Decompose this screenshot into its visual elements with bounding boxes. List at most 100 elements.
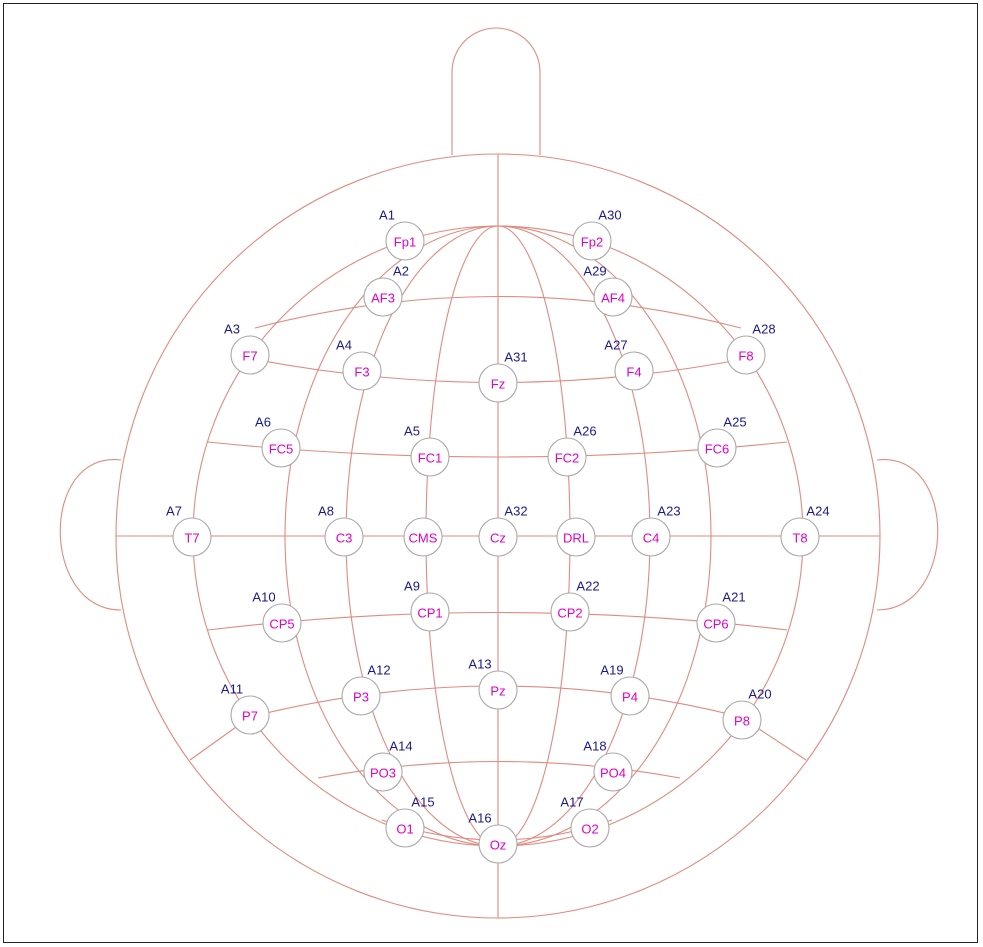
channel-label: A8 — [318, 504, 334, 519]
electrode-fc2: FC2 A26 — [547, 424, 597, 477]
electrode-ring — [230, 695, 270, 735]
channel-label: A9 — [404, 579, 420, 594]
channel-label: A25 — [723, 415, 746, 430]
channel-label: A16 — [468, 811, 491, 826]
electrode-label: P8 — [734, 714, 750, 729]
channel-label: A17 — [560, 795, 583, 810]
channel-label: A32 — [504, 504, 527, 519]
electrode-ring — [547, 437, 587, 477]
electrode-ring — [230, 335, 270, 375]
electrode-label: T7 — [184, 531, 199, 546]
electrode-ring — [363, 752, 403, 792]
electrode-ring — [478, 670, 518, 710]
electrode-ring — [172, 517, 212, 557]
electrode-label: C3 — [336, 531, 353, 546]
electrode-ring — [478, 363, 518, 403]
electrode-label: DRL — [563, 531, 589, 546]
channel-label: A15 — [411, 795, 434, 810]
electrode-label: AF4 — [601, 291, 625, 306]
electrode-cms: CMS — [403, 517, 443, 557]
electrode-label: T8 — [792, 531, 807, 546]
electrode-label: FC2 — [555, 451, 580, 466]
electrode-label: P3 — [353, 690, 369, 705]
electrode-label: FC6 — [705, 442, 730, 457]
electrode-ring — [726, 335, 766, 375]
electrode-af3: AF3 A2 — [363, 264, 409, 317]
electrode-drl: DRL — [556, 517, 596, 557]
electrode-ring — [341, 676, 381, 716]
electrode-label: Fz — [491, 377, 505, 392]
electrode-ring — [722, 700, 762, 740]
channel-label: A11 — [221, 682, 243, 697]
electrode-ring — [614, 351, 654, 391]
electrode-cp6: CP6 A21 — [696, 590, 746, 643]
electrode-ring — [610, 676, 650, 716]
electrode-ring — [385, 221, 425, 261]
electrode-o2: O2 A17 — [560, 795, 610, 848]
electrode-label: CP1 — [417, 606, 442, 621]
electrode-fc6: FC6 A25 — [697, 415, 747, 468]
electrode-ring — [262, 603, 302, 643]
electrode-af4: AF4 A29 — [583, 264, 633, 317]
electrode-label: O2 — [581, 822, 598, 837]
electrode-ring — [342, 351, 382, 391]
electrode-label: Pz — [490, 684, 505, 699]
electrode-label: F7 — [242, 349, 257, 364]
channel-label: A20 — [748, 687, 771, 702]
electrode-ring — [593, 277, 633, 317]
electrode-ring — [556, 517, 596, 557]
electrode-label: PO4 — [600, 766, 626, 781]
electrode-label: Fp2 — [581, 235, 603, 250]
channel-label: A7 — [166, 504, 182, 519]
electrode-ring — [410, 437, 450, 477]
electrode-label: F8 — [738, 349, 753, 364]
electrode-label: Fp1 — [394, 235, 416, 250]
electrode-ring — [550, 592, 590, 632]
diagram-frame — [3, 3, 978, 943]
electrode-label: FC5 — [269, 442, 294, 457]
electrode-ring — [697, 428, 737, 468]
channel-label: A1 — [379, 208, 395, 223]
left-ear-outline — [59, 459, 122, 611]
electrode-label: O1 — [396, 822, 413, 837]
latitude-af — [254, 296, 742, 329]
electrode-fc1: FC1 A5 — [404, 424, 450, 477]
electrode-label: AF3 — [371, 291, 395, 306]
channel-label: A21 — [722, 590, 745, 605]
electrode-label: Oz — [490, 838, 507, 853]
channel-label: A12 — [367, 663, 390, 678]
channel-label: A14 — [389, 739, 412, 754]
electrode-label: F4 — [626, 365, 641, 380]
electrode-label: FC1 — [418, 451, 443, 466]
electrode-fp1: Fp1 A1 — [379, 208, 425, 261]
channel-label: A29 — [583, 264, 606, 279]
electrode-ring — [478, 824, 518, 864]
electrode-pz: Pz A13 — [468, 657, 518, 710]
nose-outline — [451, 27, 541, 155]
electrode-ring — [363, 277, 403, 317]
channel-label: A3 — [224, 322, 240, 337]
channel-label: A2 — [393, 264, 409, 279]
electrode-ring — [593, 752, 633, 792]
electrode-ring — [324, 517, 364, 557]
channel-label: A13 — [468, 657, 491, 672]
channel-label: A23 — [657, 504, 680, 519]
electrode-label: CP6 — [703, 617, 728, 632]
electrode-label: CP2 — [557, 606, 582, 621]
head-outline — [59, 27, 939, 919]
channel-label: A5 — [404, 424, 420, 439]
channel-label: A26 — [573, 424, 596, 439]
electrode-cp1: CP1 A9 — [404, 579, 450, 632]
